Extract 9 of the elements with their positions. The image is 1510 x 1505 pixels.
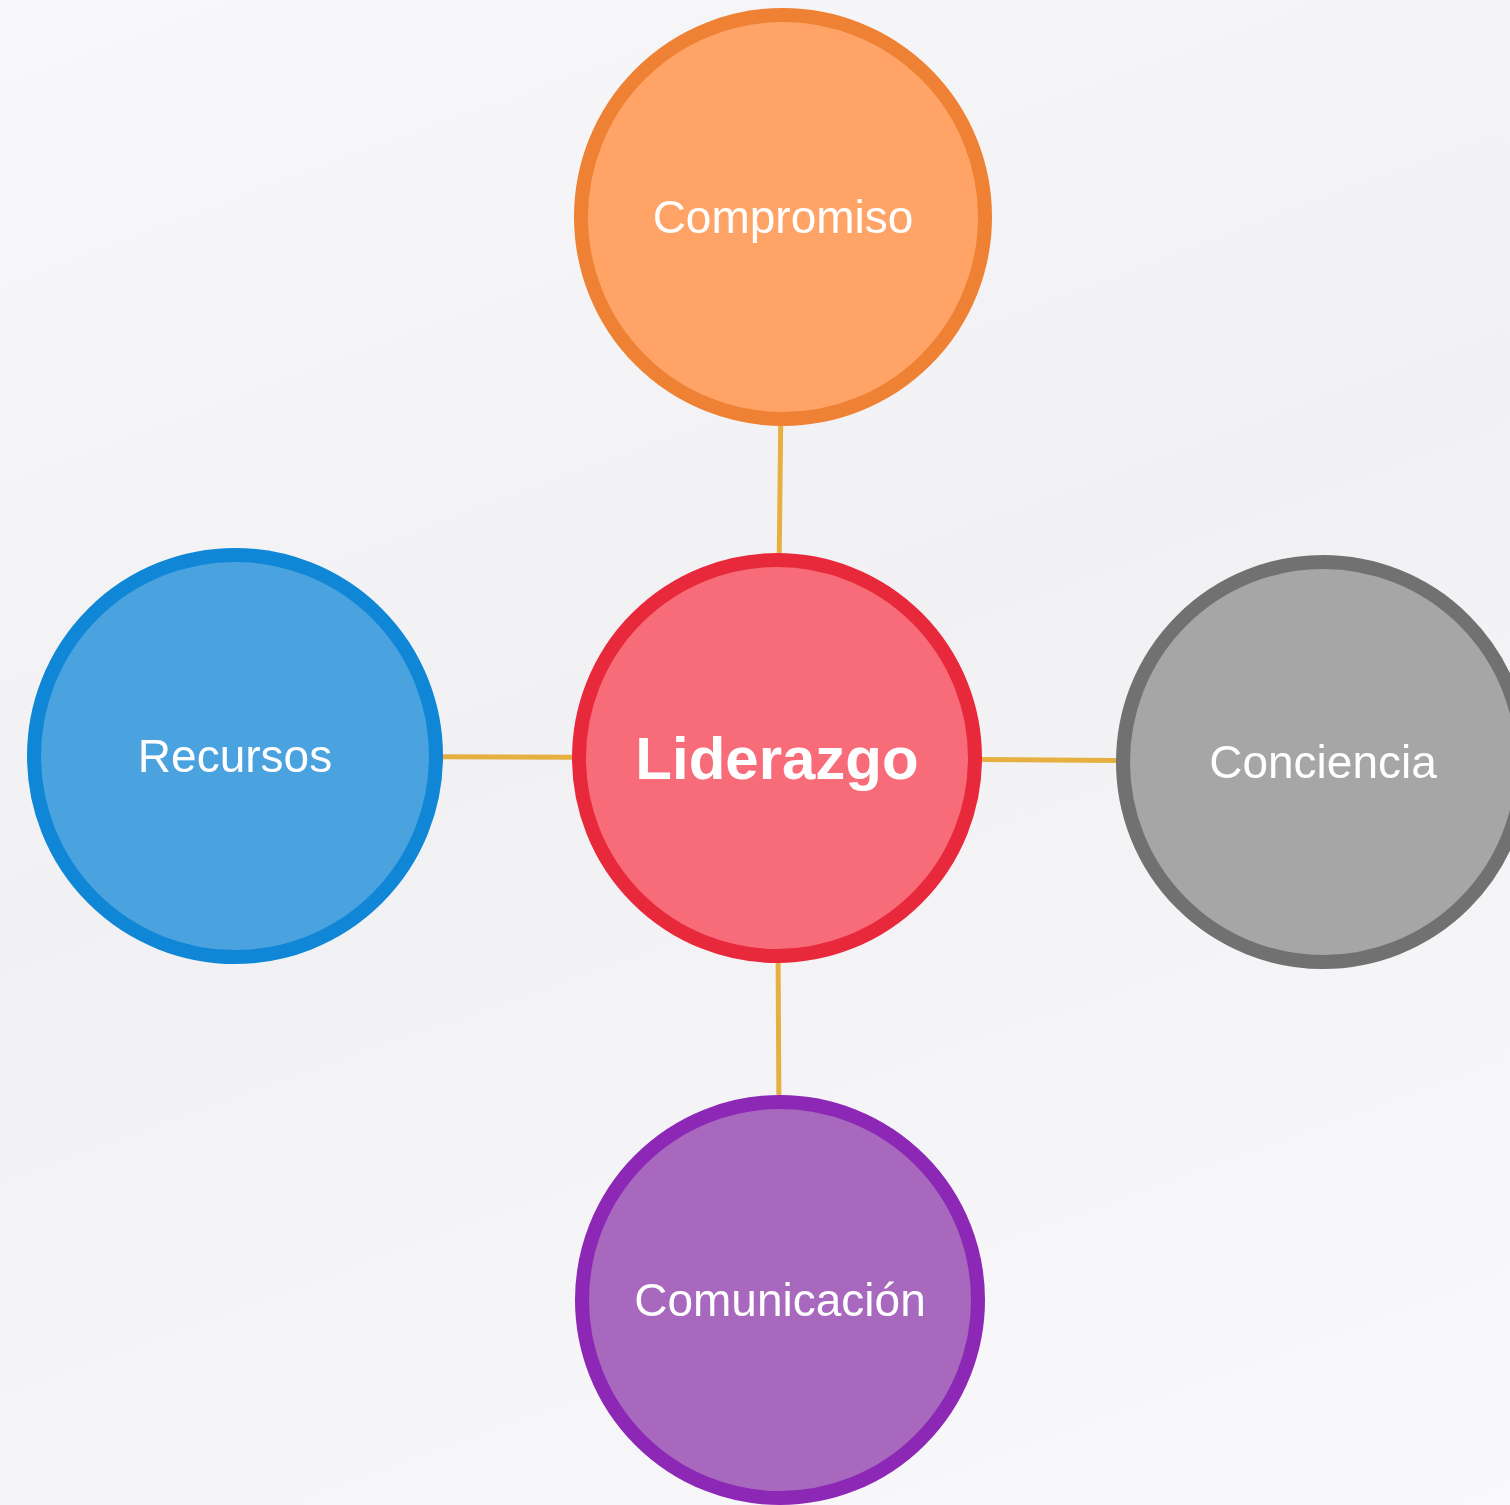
node-label: Recursos xyxy=(137,729,333,783)
node-label: Conciencia xyxy=(1209,735,1437,789)
connector-line xyxy=(776,425,784,554)
node-label: Compromiso xyxy=(652,190,914,244)
connector-line xyxy=(981,757,1117,763)
connector-line xyxy=(775,963,782,1095)
node-label: Comunicación xyxy=(634,1273,926,1327)
connector-line xyxy=(443,754,572,760)
node-label: Liderazgo xyxy=(635,723,919,793)
